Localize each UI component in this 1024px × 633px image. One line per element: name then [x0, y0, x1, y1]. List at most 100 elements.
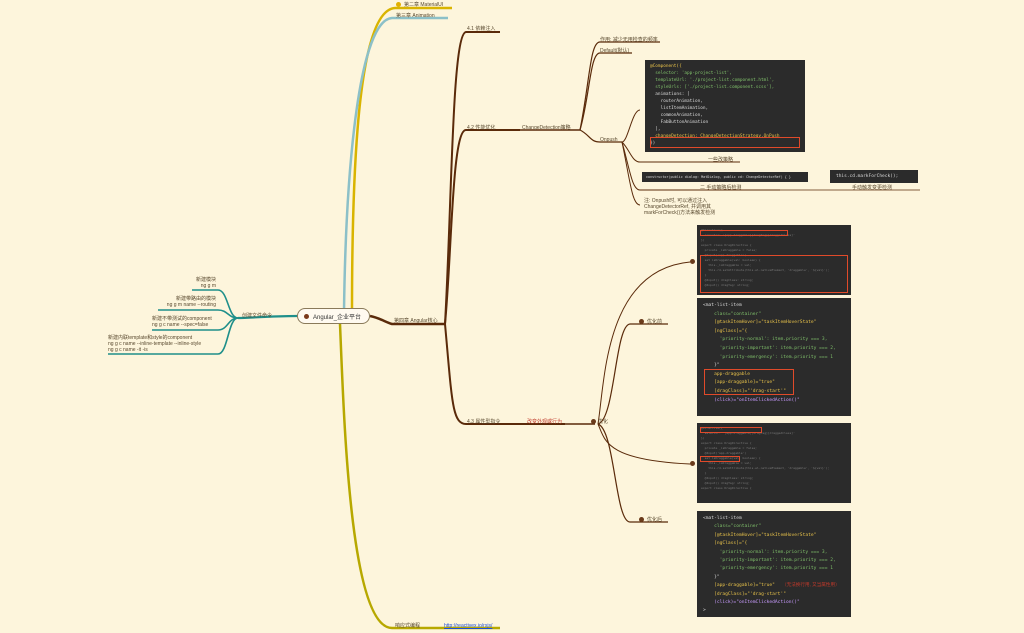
onpush-note-2[interactable]: 二 手动策略后检测: [700, 185, 742, 191]
chapter-4-label[interactable]: 第四章 Angular核心: [394, 318, 438, 324]
code-line: changeDetection: ChangeDetectionStrategy…: [650, 134, 780, 139]
perf-label[interactable]: 4.2 性能优化: [467, 125, 496, 131]
code-line: 'priority-normal': item.priority === 3,: [703, 337, 828, 343]
code-line: app-draggable: [703, 371, 751, 377]
code-line: }: [701, 471, 707, 475]
onpush-label[interactable]: Onpush: [600, 137, 618, 143]
attr-directive-label[interactable]: 4.3 属性型指令: [467, 419, 501, 425]
change-detection-label[interactable]: ChangeDetection策略: [522, 125, 571, 131]
template-after-code-image: <mat-list-item class="container" [@taskI…: [697, 511, 851, 617]
code-line: animations: [: [650, 92, 690, 97]
code-line: 'priority-emergency': item.priority === …: [703, 566, 833, 572]
before-marker-icon: [639, 319, 644, 324]
code-line: @Input() dragTag: string;: [701, 481, 750, 485]
cmd-text: ng g c name -it -is: [108, 347, 148, 353]
code-line: >: [703, 608, 706, 614]
constructor-code-image: constructor(public dialog: MatDialog, pu…: [642, 172, 808, 182]
code-line: @Component({: [650, 64, 682, 69]
cmd-text: 新建带路由的模块: [175, 296, 216, 302]
chapter-3-label[interactable]: 第三章 Animation: [396, 13, 435, 19]
code-line: @Directive({: [701, 426, 723, 430]
bulb-icon: [396, 2, 401, 7]
code-line: export class DragDirective {: [701, 486, 752, 490]
code-line: }): [650, 141, 656, 146]
reactive-label[interactable]: 响应式编程: [395, 623, 421, 629]
onpush-highlight-box: [650, 137, 800, 148]
code-line: }": [703, 574, 720, 580]
onpush-mark-label[interactable]: 手动触发变更检测: [852, 185, 893, 191]
code-line: @Input() dragTag: string;: [701, 283, 750, 287]
markforcheck-code-image: this.cd.markForCheck();: [830, 170, 918, 183]
code-line: styleUrls: ['./project-list.component.sc…: [650, 85, 775, 90]
directive-highlight-box: [700, 255, 848, 293]
cmd-text: ng g c name --inline-template --inline-s…: [108, 341, 202, 347]
code-line: [dragClass]="'drag-start'": [703, 388, 786, 394]
directive-after-marker-icon: [690, 461, 695, 466]
draggable-highlight-box: [704, 369, 794, 395]
attr-purpose-label[interactable]: 改变外观或行为: [527, 419, 563, 425]
desc-line: 注: Onpush时, 可以通过注入: [644, 198, 708, 204]
code-line: [app-draggable]="true": [703, 380, 775, 386]
code-line: [@taskItemHover]="taskItemHoverState": [703, 532, 817, 538]
rxjs-link[interactable]: http://reactivex.io/rxjs/: [444, 623, 493, 629]
optimize-marker-icon: [591, 419, 596, 424]
code-line: <mat-list-item: [703, 303, 742, 308]
after-label[interactable]: 优化后: [647, 517, 663, 523]
desc-line: markForCheck()方法来触发检测: [644, 210, 716, 216]
component-code-image: @Component({ selector: 'app-project-list…: [645, 60, 805, 152]
selector-after-highlight-box: [700, 427, 762, 433]
code-line: constructor(public dialog: MatDialog, pu…: [646, 175, 791, 179]
cd-default-label[interactable]: Default(默认): [600, 48, 630, 54]
code-line: 'priority-emergency': item.priority === …: [703, 354, 833, 360]
code-line: export class DragDirective {: [701, 441, 752, 445]
code-line: 'priority-important': item.priority === …: [703, 345, 836, 351]
code-line: class="container": [703, 524, 762, 530]
di-label[interactable]: 4.1 依赖注入: [467, 26, 496, 32]
cmd-new-component-nospec[interactable]: 新建不带测试的component ng g c name --spec=fals…: [152, 316, 212, 328]
cd-purpose-label[interactable]: 作用: 减少无用检查的频率: [600, 37, 658, 43]
template-before-code-image: <mat-list-item class="container" [@taskI…: [697, 298, 851, 416]
code-line: 'priority-important': item.priority === …: [703, 558, 836, 564]
code-line: commonAnimation,: [650, 113, 703, 118]
before-label[interactable]: 优化前: [647, 319, 663, 325]
onpush-note-1[interactable]: 一些改策略: [708, 157, 734, 163]
code-line: [@taskItemHover]="taskItemHoverState": [703, 320, 817, 326]
code-line: private _isDraggable = false;: [701, 446, 757, 450]
code-line: templateUrl: './project-list.component.h…: [650, 78, 775, 83]
code-line: listItemAnimation,: [650, 106, 709, 111]
selector-highlight-box: [700, 230, 788, 236]
cmd-new-inline-component[interactable]: 新建内联template和style的component ng g c name…: [108, 335, 201, 353]
code-line: (click)="onItemClickedAction()": [703, 600, 800, 606]
code-line: selector: '[app-draggable][dragTag][drag…: [701, 431, 795, 435]
optimize-label[interactable]: 优化: [598, 419, 609, 425]
cmd-text: 新建内联template和style的component: [108, 335, 193, 341]
code-line: [ngClass]="{: [703, 328, 748, 334]
code-line: (click)="onItemClickedAction()": [703, 397, 800, 403]
code-line: routerAnimation,: [650, 99, 703, 104]
code-line: [dragClass]="'drag-start'": [703, 591, 786, 597]
code-line: this.cd.markForCheck();: [836, 174, 899, 179]
directive-before-marker-icon: [690, 259, 695, 264]
code-line: private _isDraggable = false;: [701, 248, 757, 252]
code-line: export class DragDirective {: [701, 243, 752, 247]
code-line: @Input('app-draggable'): [701, 451, 747, 455]
onpush-desc[interactable]: 注: Onpush时, 可以通过注入 ChangeDetectorRef, 并调…: [644, 198, 715, 216]
code-line: ],: [650, 127, 661, 132]
root-marker-icon: [304, 313, 309, 319]
cmd-text: ng g m: [200, 283, 216, 289]
create-file-commands-label[interactable]: 创建文件命令: [242, 313, 273, 319]
after-note-label: （无法换行用, 又当属性用）: [782, 582, 840, 587]
cmd-text: ng g m name --routing: [166, 302, 216, 308]
code-line: this.rd.setAttribute(this.el.nativeEleme…: [701, 268, 830, 272]
after-marker-icon: [639, 517, 644, 522]
root-node[interactable]: Angular_企业平台: [297, 308, 370, 324]
code-line: this.rd.setAttribute(this.el.nativeEleme…: [701, 466, 830, 470]
code-line: }": [703, 363, 720, 369]
input-after-highlight-box: [700, 456, 740, 462]
cmd-new-routing-module[interactable]: 新建带路由的模块 ng g m name --routing: [138, 296, 216, 308]
code-line: <mat-list-item: [703, 516, 742, 521]
code-line: class="container": [703, 311, 762, 317]
cmd-new-module[interactable]: 新建模块 ng g m: [176, 277, 216, 289]
chapter-2-label[interactable]: 第二章 MaterialUI: [404, 2, 444, 8]
